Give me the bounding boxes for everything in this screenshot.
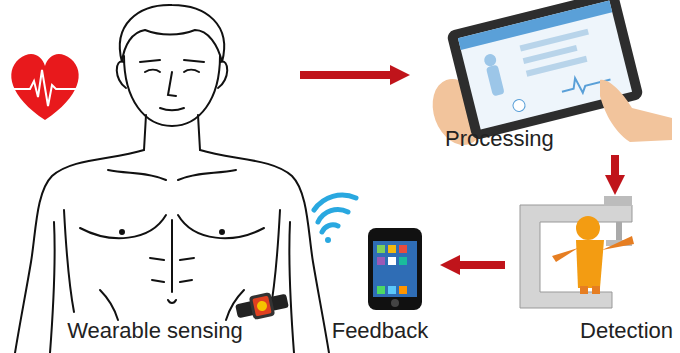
illustrated-step: Wearable sensing [5,5,300,348]
flow-arrow [460,261,505,269]
flow-arrow [611,155,619,175]
flow-arrow [300,71,390,79]
tablet-illustration [424,0,672,152]
heart-icon [11,54,78,120]
body-figure [15,5,329,353]
step-caption: Wearable sensing [67,318,243,344]
smartphone [368,228,422,310]
illustrated-step: Feedback [312,196,440,348]
wifi-icon [314,195,356,243]
illustrated-step: Processing [410,5,675,155]
step-caption: Detection [580,318,673,344]
clamp-figure [520,196,634,308]
step-caption: Processing [445,126,554,152]
step-caption: Feedback [332,318,429,344]
illustrated-step: Detection [505,195,675,348]
